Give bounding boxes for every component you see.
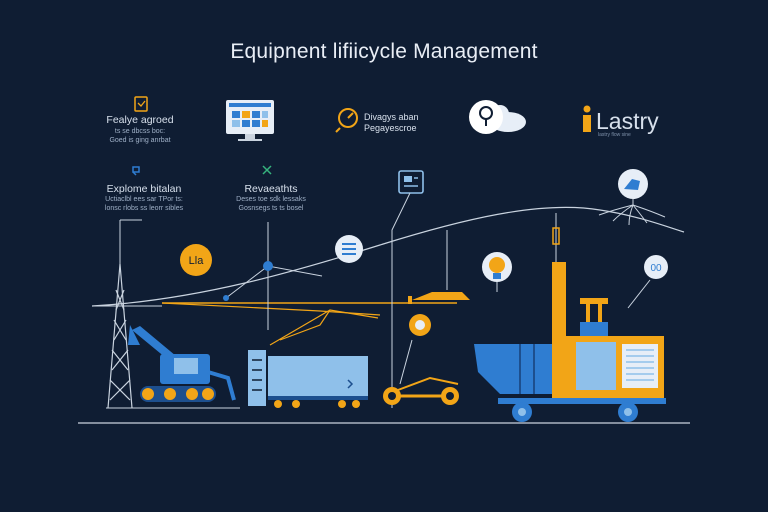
brand-name: Lastry <box>596 108 659 134</box>
forklift-icon <box>618 169 648 199</box>
cloud-icon <box>469 100 526 134</box>
monitor-icon <box>226 100 274 141</box>
excavator-icon <box>128 325 236 402</box>
signal-lines-icon <box>598 199 666 226</box>
label-top-left-title: Fealye agroed <box>106 114 174 126</box>
node-point <box>223 261 273 301</box>
label-top-left-line-1: ts se dbcss boc: <box>114 128 166 135</box>
connector-lines <box>119 192 651 408</box>
node-badge-left <box>180 244 212 276</box>
node-badge-left-label: Lla <box>189 255 205 267</box>
server-rack-icon <box>248 350 266 406</box>
brand-logo-icon <box>583 105 591 132</box>
gauge-icon <box>335 108 358 133</box>
loader-icon <box>383 376 459 405</box>
check-icon <box>132 166 140 176</box>
label-top-mid-subtitle: Pegayescroe <box>364 123 417 133</box>
crane-arm-icon <box>269 309 379 346</box>
tower-icon <box>107 263 133 409</box>
lifecycle-curve <box>91 206 685 316</box>
list-node-icon <box>335 235 363 263</box>
container-truck-icon <box>268 356 368 408</box>
label-mid-left-title: Explome bitalan <box>106 183 182 195</box>
industrial-machine-icon <box>474 262 666 422</box>
close-icon <box>262 165 272 175</box>
tag-icon <box>552 227 560 245</box>
label-mid-left-line-1: Uctiaclbl ees sar TPor ts: <box>105 196 183 203</box>
lightbulb-icon <box>482 252 512 292</box>
label-mid-left-line-2: lonsc rlobs ss leorr sibles <box>104 205 184 212</box>
label-mid-center-line-2: Gosnsegs ts ts bosel <box>238 205 304 212</box>
label-mid-center-line-1: Deses toe sdk lessaks <box>236 196 306 203</box>
label-top-left-line-2: Goed is ging anrbat <box>109 137 171 144</box>
page-title: Equipnent lifiicycle Management <box>230 40 538 63</box>
clipboard-icon <box>134 96 148 112</box>
document-icon <box>398 170 424 194</box>
label-top-mid-title: Divagys aban <box>364 112 419 122</box>
brand-tagline: lastry flow sine <box>598 132 631 138</box>
gear-node-icon <box>409 314 431 336</box>
label-mid-center-title: Revaeathts <box>244 183 298 195</box>
node-badge-right <box>644 255 668 279</box>
hook-icon <box>408 288 470 304</box>
node-badge-right-label: 00 <box>650 263 662 274</box>
